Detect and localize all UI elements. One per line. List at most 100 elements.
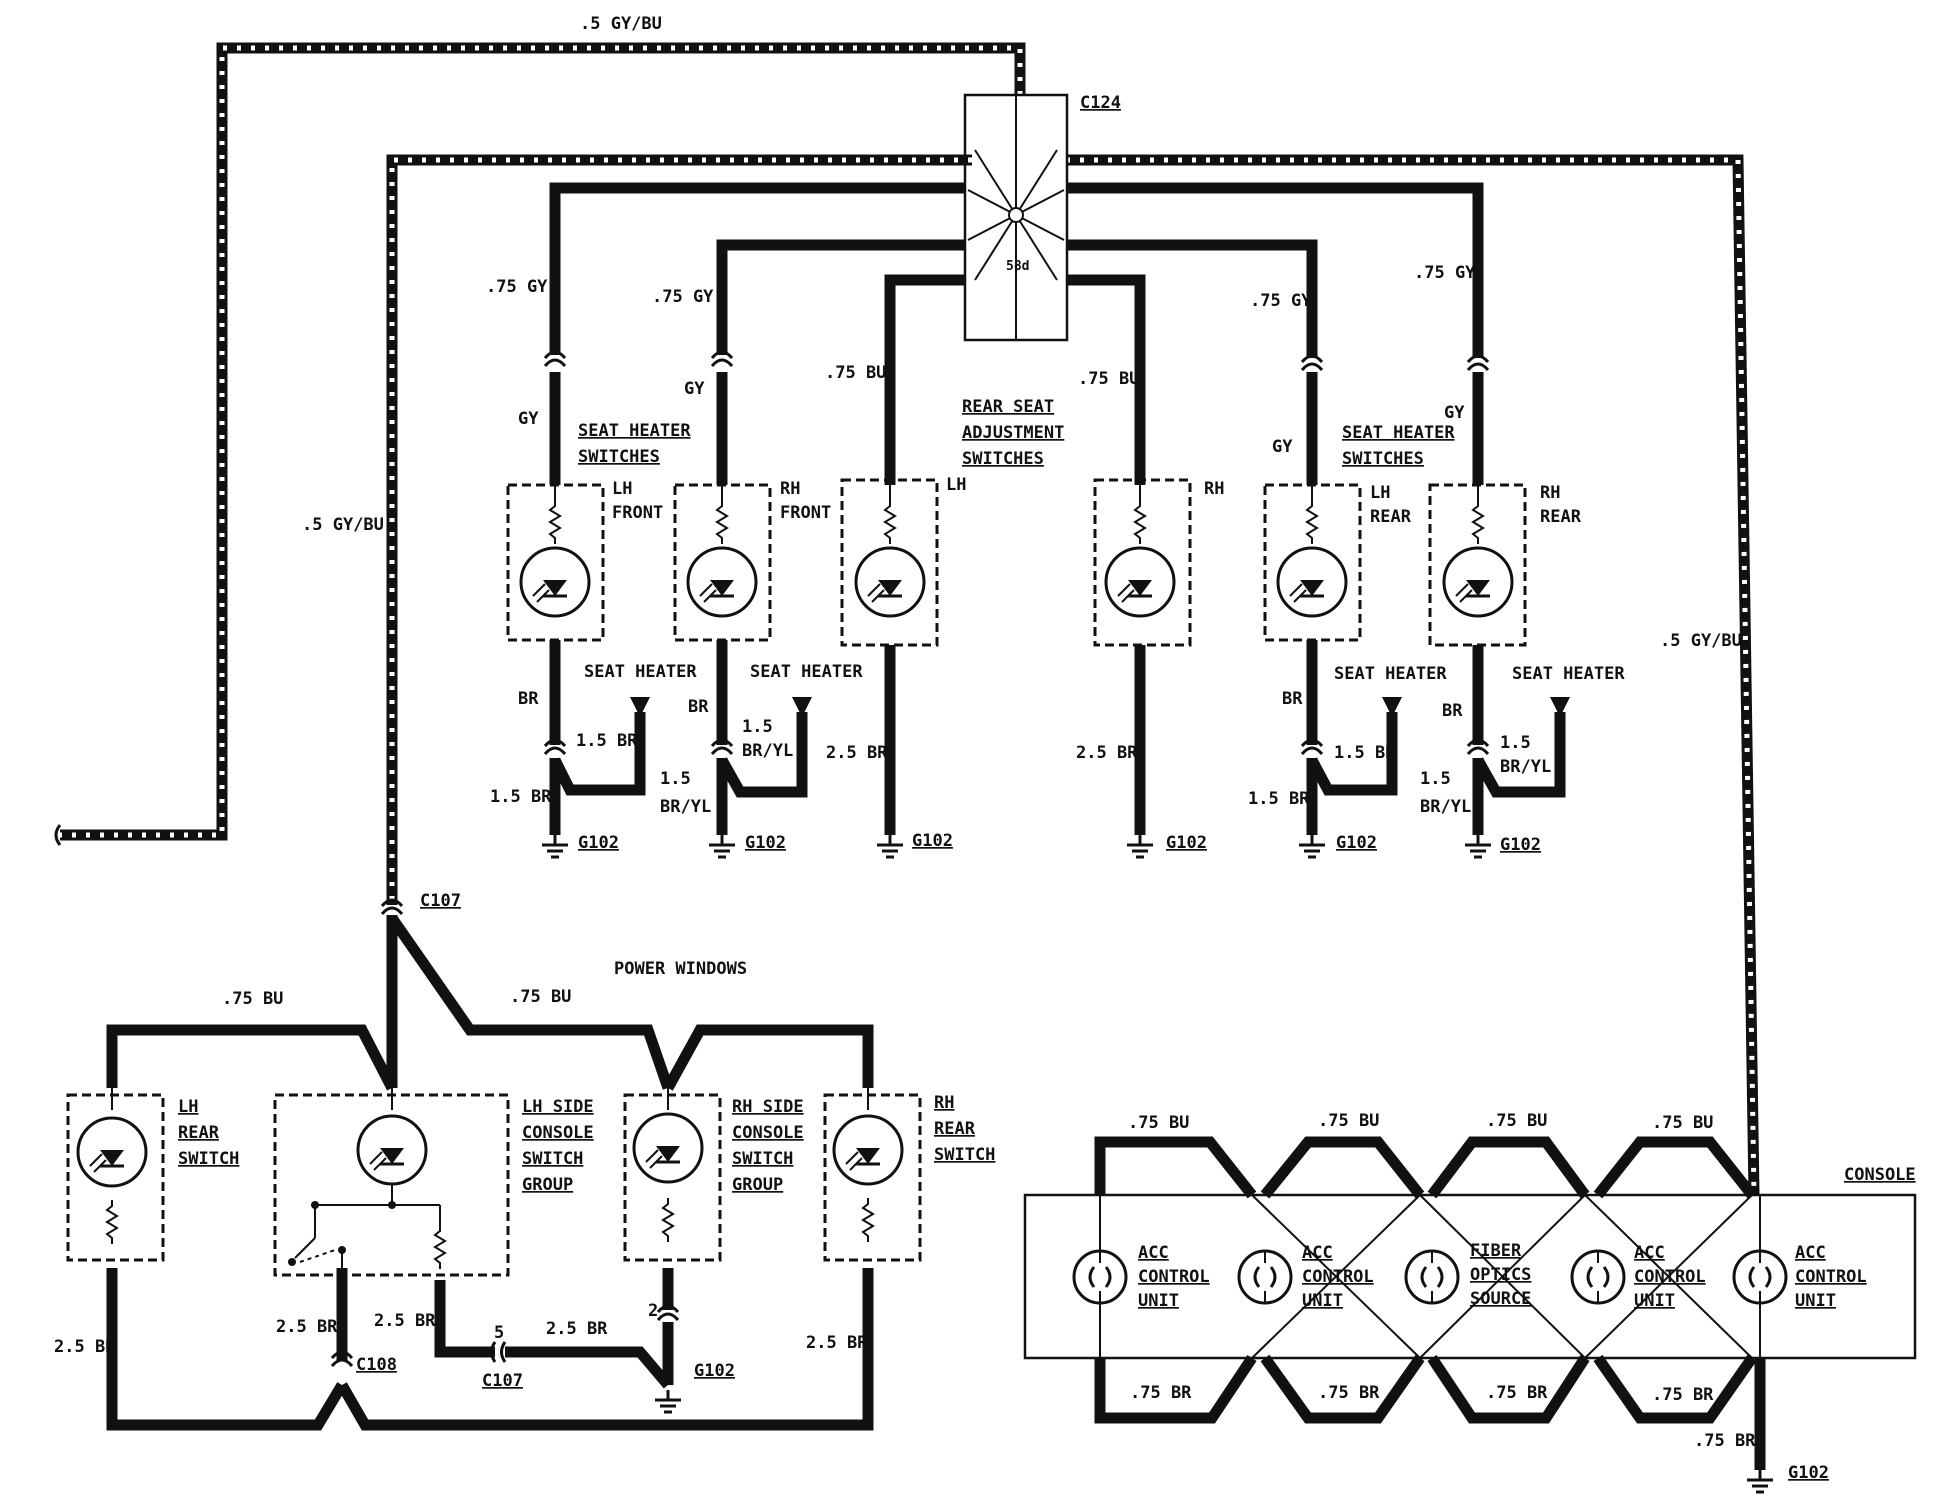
wire-label-gy-bu-top: .5 GY/BU [580, 14, 662, 34]
ground-label: G102 [1788, 1463, 1829, 1483]
wire-label: .75 GY [1250, 291, 1312, 311]
ground-label: G102 [578, 833, 619, 853]
wire-label: .75 BU [1318, 1111, 1379, 1131]
wire-label: 2.5 BR [826, 743, 888, 763]
wire-gy-bu-group [54, 42, 1760, 1196]
c124-label: C124 [1080, 93, 1121, 113]
switch-label: RH SIDE [732, 1097, 804, 1117]
ground-icon [653, 1388, 683, 1414]
console-unit-label: CONTROL [1138, 1267, 1210, 1287]
switch-label: RH [934, 1093, 954, 1113]
lamp-icon [854, 546, 926, 618]
seat-heater-label: SEAT HEATER [1334, 664, 1447, 684]
c107-label: C107 [420, 891, 461, 911]
wire-label: .75 BR [1486, 1383, 1548, 1403]
ground-icon [1125, 833, 1155, 859]
switch-lh-seat-adjust [840, 478, 939, 647]
console-unit-label: UNIT [1634, 1291, 1675, 1311]
switch-lh-rear-window [66, 1088, 165, 1262]
seat-heater-switches-heading: SWITCHES [578, 447, 660, 467]
wire-label: 2.5 BR [374, 1311, 436, 1331]
ground-icon [1463, 833, 1493, 859]
lamp-icon [76, 1116, 148, 1188]
wire-label: BR/YL [1420, 797, 1471, 817]
console-unit-label: CONTROL [1302, 1267, 1374, 1287]
wire-label: 1.5 BR [576, 731, 638, 751]
wire-label: BR/YL [742, 741, 793, 761]
console-unit-label: SOURCE [1470, 1289, 1531, 1309]
switch-rh-side-console [623, 1088, 722, 1262]
bulb-icon [1237, 1249, 1293, 1305]
wire-label: BR [518, 689, 539, 709]
switch-label: REAR [934, 1119, 976, 1139]
console-unit-label: UNIT [1138, 1291, 1179, 1311]
wire-label: 2.5 BR [1076, 743, 1138, 763]
seat-heater-arrow-icon [630, 697, 1570, 717]
switch-label: REAR [1370, 507, 1412, 527]
c107-pin-connector-icon [490, 1341, 507, 1363]
switch-label: SWITCH [732, 1149, 793, 1169]
lamp-icon [356, 1114, 428, 1186]
console-unit-label: FIBER [1470, 1241, 1522, 1261]
switch-rh-rear-window [823, 1088, 922, 1262]
pin-label: 2 [648, 1301, 658, 1321]
wire-connector [1466, 354, 1490, 372]
wire-label: .75 GY [652, 287, 714, 307]
lamp-icon [1276, 546, 1348, 618]
wire-label: GY [1444, 403, 1465, 423]
ground-label: G102 [1336, 833, 1377, 853]
wire-label: .75 GY [1414, 263, 1476, 283]
wire-label-gy-bu-left: .5 GY/BU [302, 515, 384, 535]
wire-label: 1.5 [1500, 733, 1531, 753]
ground-icon [707, 833, 737, 859]
console-unit-label: UNIT [1795, 1291, 1836, 1311]
wire-label: .75 BR [1318, 1383, 1380, 1403]
wire-label: .75 BU [222, 989, 283, 1009]
switch-label: GROUP [522, 1175, 573, 1195]
rear-seat-adjustment-heading: SWITCHES [962, 449, 1044, 469]
switch-rh-rear [1428, 483, 1527, 647]
wire-label: BR/YL [1500, 757, 1551, 777]
switch-lh-side-console [273, 1088, 510, 1277]
bulb-icon [1072, 1249, 1128, 1305]
switch-rh-front [673, 483, 772, 642]
wire-label: 2.5 BR [806, 1333, 868, 1353]
switch-label: SWITCH [522, 1149, 583, 1169]
switch-lh-front [506, 483, 605, 642]
switch-lh-rear [1263, 483, 1362, 642]
lamp-icon [1442, 546, 1514, 618]
switch-label: RH [1204, 479, 1224, 499]
wire-label: 1.5 [742, 717, 773, 737]
wire-label: 1.5 BR [1248, 789, 1310, 809]
c124-connector: 58d [963, 93, 1069, 342]
wire-label: 1.5 [1420, 769, 1451, 789]
c107-bottom-label: C107 [482, 1371, 523, 1391]
seat-heater-switches-heading: SWITCHES [1342, 449, 1424, 469]
seat-heater-switches-heading: SEAT HEATER [578, 421, 691, 441]
wire-label: GY [518, 409, 539, 429]
ground-icon [1297, 833, 1327, 859]
console-unit-label: ACC [1138, 1243, 1169, 1263]
console-box [1023, 1193, 1917, 1360]
ground-label: G102 [1500, 835, 1541, 855]
power-windows-heading: POWER WINDOWS [614, 959, 747, 979]
switch-label: FRONT [780, 503, 831, 523]
wire-label: 1.5 BR [490, 787, 552, 807]
console-unit-label: ACC [1795, 1243, 1826, 1263]
wire-label: GY [684, 379, 705, 399]
switch-label: LH [946, 475, 966, 495]
c108-label: C108 [356, 1355, 397, 1375]
switch-label: LH [612, 479, 632, 499]
console-wires [1094, 1136, 1766, 1470]
bulb-icon [1404, 1249, 1460, 1305]
ground-label: G102 [912, 831, 953, 851]
wire-label: .75 BR [1694, 1431, 1756, 1451]
switch-label: GROUP [732, 1175, 783, 1195]
console-unit-label: ACC [1634, 1243, 1665, 1263]
switch-label: RH [780, 479, 800, 499]
switch-label: REAR [1540, 507, 1582, 527]
wire-label: .75 BU [1486, 1111, 1547, 1131]
c124-pin-label: 58d [1006, 259, 1029, 274]
seat-heater-label: SEAT HEATER [1512, 664, 1625, 684]
power-window-wires [106, 914, 874, 1431]
